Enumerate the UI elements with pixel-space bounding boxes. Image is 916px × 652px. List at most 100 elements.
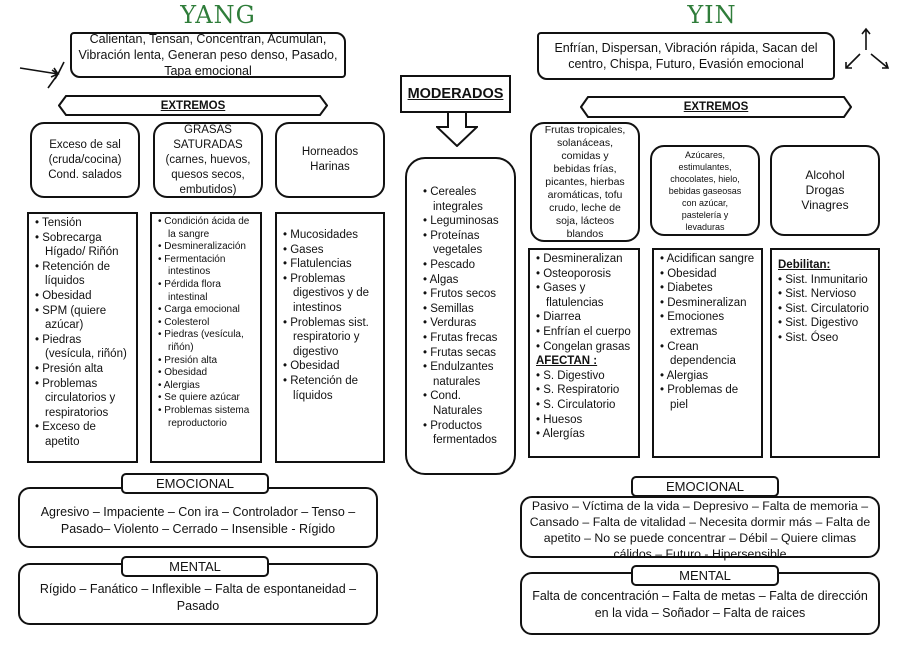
- box-line: quesos secos,: [171, 168, 245, 181]
- list-item: Desmineralizan: [660, 296, 755, 311]
- list-item: Cond. Naturales: [423, 389, 508, 418]
- afectan-heading: AFECTAN :: [536, 355, 598, 368]
- list-item: Sist. Nervioso: [778, 287, 872, 302]
- box-line: Azúcares,: [684, 149, 726, 160]
- box-line: Drogas: [805, 183, 845, 197]
- list-item: Sist. Digestivo: [778, 316, 872, 331]
- box-line: bebidas frías,: [553, 162, 617, 175]
- list-item: Algas: [423, 273, 508, 288]
- list-item: Crean dependencia: [660, 340, 755, 369]
- list-item: Alergias: [158, 380, 254, 393]
- list-item: Problemas sistema reproductorio: [158, 405, 254, 430]
- yang-list-horneados: MucosidadesGasesFlatulenciasProblemas di…: [275, 212, 385, 463]
- box-line: blandos: [566, 227, 604, 240]
- down-arrow-icon: [436, 111, 478, 147]
- list-item: Gases y flatulencias: [536, 281, 632, 310]
- yang-list-grasas: Condición ácida de la sangreDesmineraliz…: [150, 212, 262, 463]
- list-item: Pérdida flora intestinal: [158, 279, 254, 304]
- box-line: (carnes, huevos,: [165, 153, 251, 166]
- box-line: (cruda/cocina): [48, 153, 122, 166]
- list-item: S. Digestivo: [536, 369, 632, 384]
- list-item: Alergias: [660, 369, 755, 384]
- list-item: Se quiere azúcar: [158, 392, 254, 405]
- list-item: Sist. Óseo: [778, 331, 872, 346]
- moderados-list: Cereales integralesLeguminosasProteínas …: [405, 157, 516, 475]
- box-line: Vinagres: [801, 198, 849, 212]
- list-item: Desmineralización: [158, 241, 254, 254]
- yin-list-frutas: DesmineralizanOsteoporosisGases y flatul…: [528, 248, 640, 458]
- box-line: con azúcar,: [681, 197, 729, 208]
- list-item: Diarrea: [536, 310, 632, 325]
- list-item: Verduras: [423, 316, 508, 331]
- list-item: Emociones extremas: [660, 310, 755, 339]
- list-item: Leguminosas: [423, 214, 508, 229]
- list-item: Problemas digestivos y de intestinos: [283, 272, 377, 316]
- list-item: Problemas de piel: [660, 383, 755, 412]
- box-line: Frutas tropicales,: [544, 123, 626, 136]
- box-line: solanáceas,: [556, 136, 614, 149]
- list-item: Problemas circulatorios y respiratorios: [35, 377, 130, 421]
- list-item: Mucosidades: [283, 228, 377, 243]
- yang-extremos-header: EXTREMOS: [58, 95, 328, 116]
- yin-mental-label: MENTAL: [631, 565, 779, 586]
- inward-arrows-icon: [19, 61, 65, 89]
- list-item: Alergías: [536, 427, 632, 442]
- yin-title: YIN: [687, 1, 737, 29]
- list-item: Condición ácida de la sangre: [158, 216, 254, 241]
- box-line: soja, lácteos: [555, 214, 615, 227]
- list-item: Sist. Inmunitario: [778, 273, 872, 288]
- yang-banner: Calientan, Tensan, Concentran, Acumulan,…: [70, 32, 346, 78]
- list-item: Presión alta: [35, 362, 130, 377]
- box-line: aromáticas, tofu: [547, 188, 623, 201]
- list-item: Obesidad: [660, 267, 755, 282]
- yang-mental-panel: Rígido – Fanático – Inflexible – Falta d…: [18, 563, 378, 625]
- list-item: Piedras (vesícula, riñón): [158, 329, 254, 354]
- list-item: Frutas secas: [423, 346, 508, 361]
- list-item: S. Circulatorio: [536, 398, 632, 413]
- list-item: Pescado: [423, 258, 508, 273]
- list-item: Diabetes: [660, 281, 755, 296]
- box-line: Exceso de sal: [49, 138, 121, 151]
- list-item: Retención de líquidos: [35, 260, 130, 289]
- box-line: levaduras: [685, 221, 725, 232]
- box-line: Alcohol: [805, 168, 845, 182]
- list-item: Proteínas vegetales: [423, 229, 508, 258]
- list-item: Colesterol: [158, 317, 254, 330]
- box-line: Harinas: [310, 161, 350, 173]
- box-line: SATURADAS: [173, 138, 243, 151]
- list-item: Acidifican sangre: [660, 252, 755, 267]
- yang-title: YANG: [180, 1, 256, 29]
- box-line: pastelería y: [681, 209, 729, 220]
- list-item: Presión alta: [158, 355, 254, 368]
- yang-box-grasas: GRASAS SATURADAS (carnes, huevos, quesos se…: [153, 122, 263, 198]
- moderados-header: MODERADOS: [400, 75, 511, 113]
- yang-list-sal: TensiónSobrecarga Hígado/ RiñónRetención…: [27, 212, 138, 463]
- list-item: Productos fermentados: [423, 419, 508, 448]
- box-line: embutidos): [179, 183, 237, 196]
- box-line: picantes, hierbas: [545, 175, 625, 188]
- list-item: Obesidad: [283, 359, 377, 374]
- list-item: Osteoporosis: [536, 267, 632, 282]
- yang-mental-label: MENTAL: [121, 556, 269, 577]
- yin-emocional-label: EMOCIONAL: [631, 476, 779, 497]
- outward-arrows-icon: [845, 27, 890, 69]
- list-item: Fermentación intestinos: [158, 254, 254, 279]
- yin-list-alcohol: Debilitan: Sist. InmunitarioSist. Nervio…: [770, 248, 880, 458]
- yang-emocional-label: EMOCIONAL: [121, 473, 269, 494]
- box-line: bebidas gaseosas: [668, 185, 742, 196]
- list-item: Sist. Circulatorio: [778, 302, 872, 317]
- list-item: Frutas frecas: [423, 331, 508, 346]
- list-item: Problemas sist. respiratorio y digestivo: [283, 316, 377, 360]
- yin-extremos-header: EXTREMOS: [580, 96, 852, 118]
- list-item: S. Respiratorio: [536, 383, 632, 398]
- yin-emocional-panel: Pasivo – Víctima de la vida – Depresivo …: [520, 496, 880, 561]
- box-line: GRASAS: [184, 123, 232, 136]
- yang-extremos-label: EXTREMOS: [160, 99, 226, 112]
- list-item: Desmineralizan: [536, 252, 632, 267]
- list-item: Huesos: [536, 413, 632, 428]
- box-line: crudo, leche de: [549, 201, 621, 214]
- list-item: Exceso de apetito: [35, 420, 130, 449]
